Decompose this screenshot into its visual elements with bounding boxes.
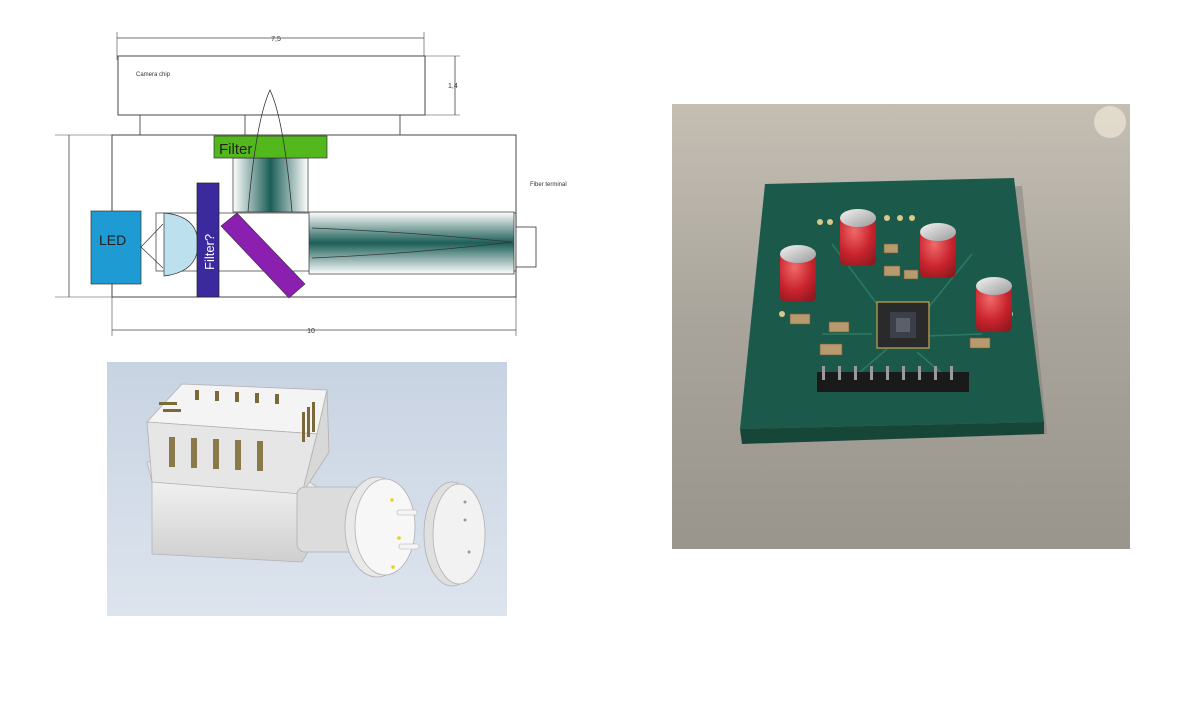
side-dimension-label: 1,4 bbox=[448, 83, 458, 90]
housing-3d bbox=[146, 383, 330, 563]
connector-plate-2 bbox=[423, 481, 486, 587]
capacitor-3 bbox=[920, 223, 956, 278]
top-dimension: 7,5 bbox=[116, 32, 425, 60]
camera-chip-label: Camera chip bbox=[136, 72, 171, 78]
side-dimension: 1,4 bbox=[425, 55, 460, 116]
capacitor-4 bbox=[976, 277, 1012, 332]
horizontal-beam bbox=[308, 211, 515, 275]
filter-question-label: Filter? bbox=[202, 234, 217, 270]
smd-components bbox=[789, 243, 991, 356]
vertical-beam bbox=[232, 157, 309, 213]
dichroic-mirror bbox=[220, 212, 306, 299]
cad-render bbox=[107, 362, 507, 616]
led bbox=[90, 210, 142, 285]
capacitor-1 bbox=[780, 245, 816, 302]
pin-header bbox=[817, 366, 969, 392]
capacitor-2 bbox=[840, 209, 876, 266]
pcb-photo bbox=[672, 104, 1130, 549]
left-dimension bbox=[55, 134, 112, 298]
top-dimension-label: 7,5 bbox=[271, 36, 281, 43]
led-label: LED bbox=[99, 232, 126, 248]
bottom-dimension-label: 10 bbox=[307, 328, 315, 335]
fiber-terminal bbox=[515, 226, 537, 268]
connector-plate-1 bbox=[344, 476, 420, 578]
image-sensor-chip bbox=[876, 301, 930, 349]
bottom-dimension: 10 bbox=[111, 297, 517, 336]
optical-schematic: 7,5 Camera chip 1,4 Filter Fiber termina… bbox=[55, 32, 567, 336]
lens bbox=[163, 212, 199, 277]
camera-chip bbox=[117, 55, 426, 116]
filter-label: Filter bbox=[219, 141, 252, 158]
fiber-terminal-label: Fiber terminal bbox=[530, 182, 567, 188]
filter-question bbox=[196, 182, 220, 298]
filter-top bbox=[213, 135, 328, 159]
